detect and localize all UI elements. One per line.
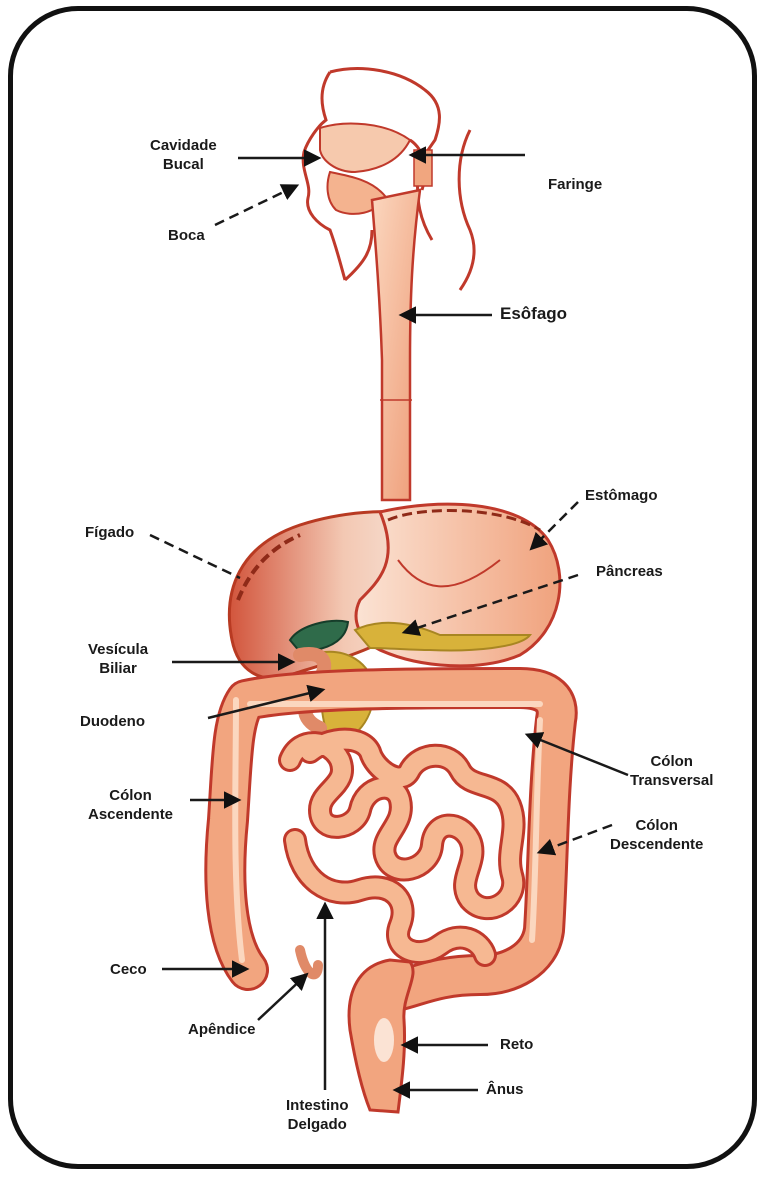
label-estomago: Estômago <box>585 486 658 505</box>
label-colon-descendente: Cólon Descendente <box>610 816 703 854</box>
label-colon-transversal: Cólon Transversal <box>630 752 713 790</box>
label-boca: Boca <box>168 226 205 245</box>
label-vesicula-biliar: Vesícula Biliar <box>88 640 148 678</box>
label-ceco: Ceco <box>110 960 147 979</box>
label-colon-ascendente: Cólon Ascendente <box>88 786 173 824</box>
label-pancreas: Pâncreas <box>596 562 663 581</box>
label-duodeno: Duodeno <box>80 712 145 731</box>
label-apendice: Apêndice <box>188 1020 256 1039</box>
label-intestino-delgado: Intestino Delgado <box>286 1096 349 1134</box>
esophagus-shape <box>372 190 420 500</box>
small-intestine-shape <box>290 740 514 955</box>
label-faringe: Faringe <box>548 175 602 194</box>
label-cavidade-bucal: Cavidade Bucal <box>150 136 217 174</box>
label-reto: Reto <box>500 1035 533 1054</box>
label-esofago: Esôfago <box>500 304 567 323</box>
label-figado: Fígado <box>85 523 134 542</box>
appendix-shape <box>300 950 318 974</box>
label-anus: Ânus <box>486 1080 524 1099</box>
